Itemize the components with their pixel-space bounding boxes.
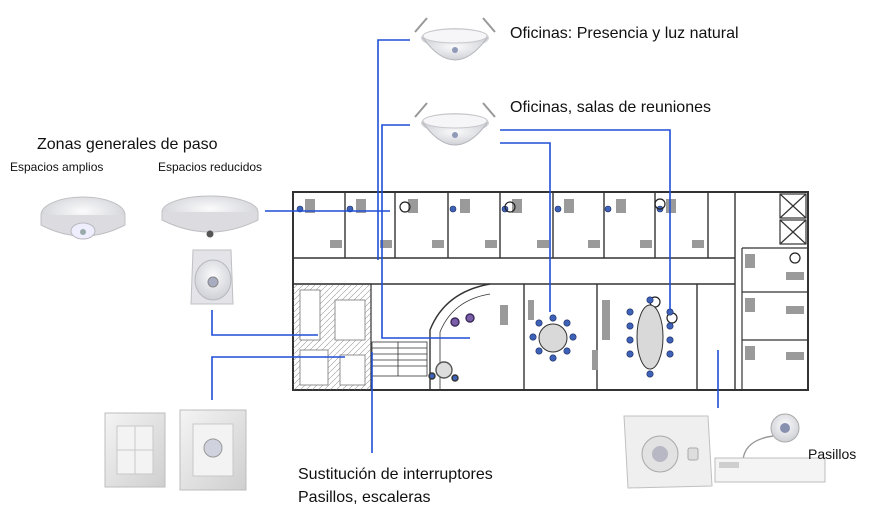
- meeting-room-oval-table: [626, 296, 674, 378]
- top-office-desks: [305, 199, 704, 248]
- label-offices-presence: Oficinas: Presencia y luz natural: [510, 25, 739, 42]
- ceiling-presence-sensor-icon: [414, 102, 496, 146]
- label-wide-spaces: Espacios amplios: [10, 160, 103, 174]
- top-office-row: [293, 192, 736, 390]
- labels: Oficinas: Presencia y luz natural Oficin…: [10, 25, 856, 506]
- line-presence-sensor: [377, 39, 410, 260]
- label-corridors-stairs: Pasillos, escaleras: [298, 489, 431, 506]
- corridor-partitions: [500, 300, 610, 370]
- service-block: [741, 193, 808, 390]
- line-meeting-room-1: [500, 142, 551, 312]
- plants: [399, 198, 801, 324]
- label-general-zones: Zonas generales de paso: [37, 136, 218, 153]
- surface-motion-sensor-icon: [161, 195, 259, 238]
- label-offices-meetings: Oficinas, salas de reuniones: [510, 99, 711, 116]
- line-office-sensor: [381, 124, 470, 339]
- connector-lines: [211, 39, 719, 453]
- label-small-spaces: Espacios reducidos: [158, 160, 262, 174]
- label-corridors: Pasillos: [808, 446, 856, 462]
- line-wall-sensor: [211, 310, 318, 336]
- line-wall-switch-sensor: [211, 356, 345, 400]
- mini-sensor-with-driver-icon: [714, 413, 826, 483]
- surface-motion-sensor-icon: [40, 196, 126, 240]
- toilet-block: [292, 283, 372, 391]
- service-desks: [745, 254, 804, 360]
- label-switch-replacement: Sustitución de interruptores: [298, 466, 493, 483]
- corridor-sensor-box-icon: [623, 415, 713, 489]
- ceiling-presence-sensor-icon: [414, 17, 496, 61]
- wall-motion-sensor-icon: [190, 249, 234, 305]
- wall-switch-sensor-icon: [179, 409, 247, 491]
- line-meeting-room-2: [500, 129, 671, 310]
- staircase: [371, 341, 428, 377]
- wall-switch-icon: [104, 412, 166, 488]
- meeting-room-round-table: [529, 314, 577, 362]
- lobby: [428, 283, 491, 390]
